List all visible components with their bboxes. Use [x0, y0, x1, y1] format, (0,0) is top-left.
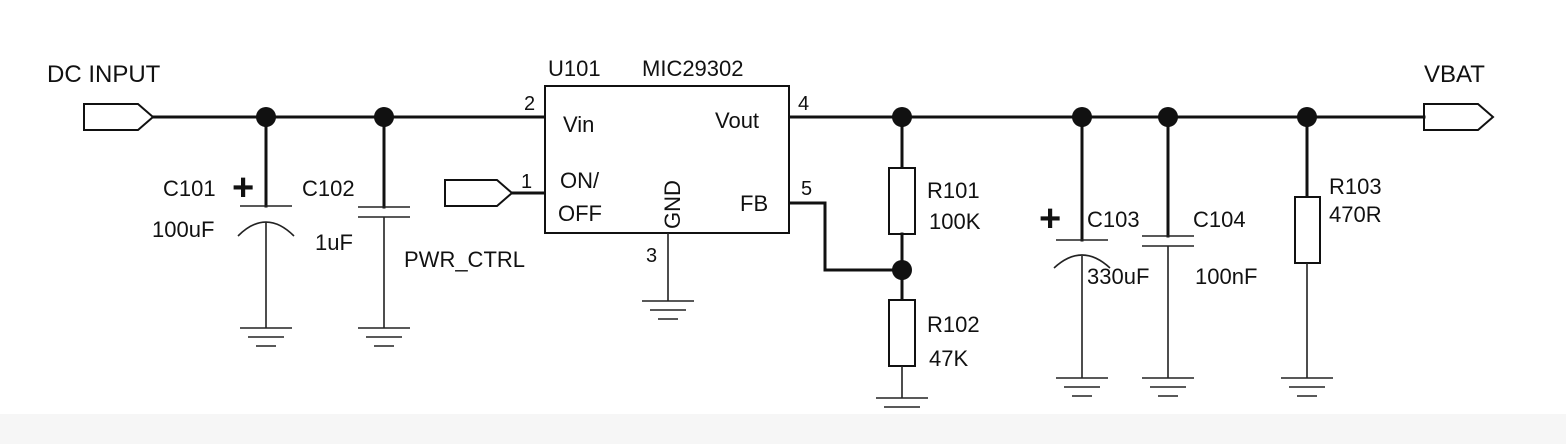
pin-vout-number: 4: [798, 93, 809, 115]
r101-value: 100K: [929, 209, 981, 234]
pin-fb-label: FB: [740, 191, 768, 216]
r103-body: [1294, 196, 1321, 264]
regulator-ground-symbol: [642, 300, 694, 320]
c101-ref: C101: [163, 176, 216, 201]
vbat-port: [1423, 103, 1495, 131]
r101-body: [888, 167, 916, 235]
c104-ground-symbol: [1142, 377, 1194, 397]
c104-ref: C104: [1193, 207, 1246, 232]
pin-vout-label: Vout: [715, 108, 759, 133]
pin-fb-number: 5: [801, 178, 812, 200]
c101-value: 100uF: [152, 217, 214, 242]
pin-onoff-label-2: OFF: [558, 201, 602, 226]
bottom-strip: [0, 414, 1566, 444]
pwr-ctrl-port: [444, 179, 514, 207]
r102-value: 47K: [929, 346, 968, 371]
r102-body: [888, 299, 916, 367]
pin-gnd-number: 3: [646, 245, 657, 267]
regulator-part: MIC29302: [642, 56, 744, 81]
r103-value: 470R: [1329, 202, 1382, 227]
pin-vin-number: 2: [524, 93, 535, 115]
r102-ref: R102: [927, 312, 980, 337]
pin-onoff-label-1: ON/: [560, 168, 600, 193]
r103-ground-symbol: [1281, 377, 1333, 397]
c103-ref: C103: [1087, 207, 1140, 232]
vbat-label: VBAT: [1424, 61, 1485, 88]
junction-dots: [256, 107, 1317, 280]
c103-value: 330uF: [1087, 264, 1149, 289]
regulator-ref: U101: [548, 56, 601, 81]
dc-input-port: [83, 103, 155, 131]
c104-value: 100nF: [1195, 264, 1257, 289]
pin-onoff-number: 1: [521, 171, 532, 193]
c102-ground-symbol: [358, 327, 410, 347]
c103-polarity: +: [1039, 198, 1061, 240]
r101-ref: R101: [927, 178, 980, 203]
c102-ref: C102: [302, 176, 355, 201]
regulator-body: [544, 85, 790, 234]
pin-gnd-label: GND: [660, 180, 685, 229]
c101-ground-symbol: [240, 327, 292, 347]
c101-polarity: +: [232, 167, 254, 209]
pin-vin-label: Vin: [563, 112, 594, 137]
c103-curved-plate: [1053, 254, 1111, 269]
c103-ground-symbol: [1056, 377, 1108, 397]
r103-ref: R103: [1329, 174, 1382, 199]
dc-input-label: DC INPUT: [47, 61, 161, 88]
feedback-wire: [787, 201, 904, 272]
pwr-ctrl-label: PWR_CTRL: [404, 247, 525, 272]
c102-value: 1uF: [315, 230, 353, 255]
